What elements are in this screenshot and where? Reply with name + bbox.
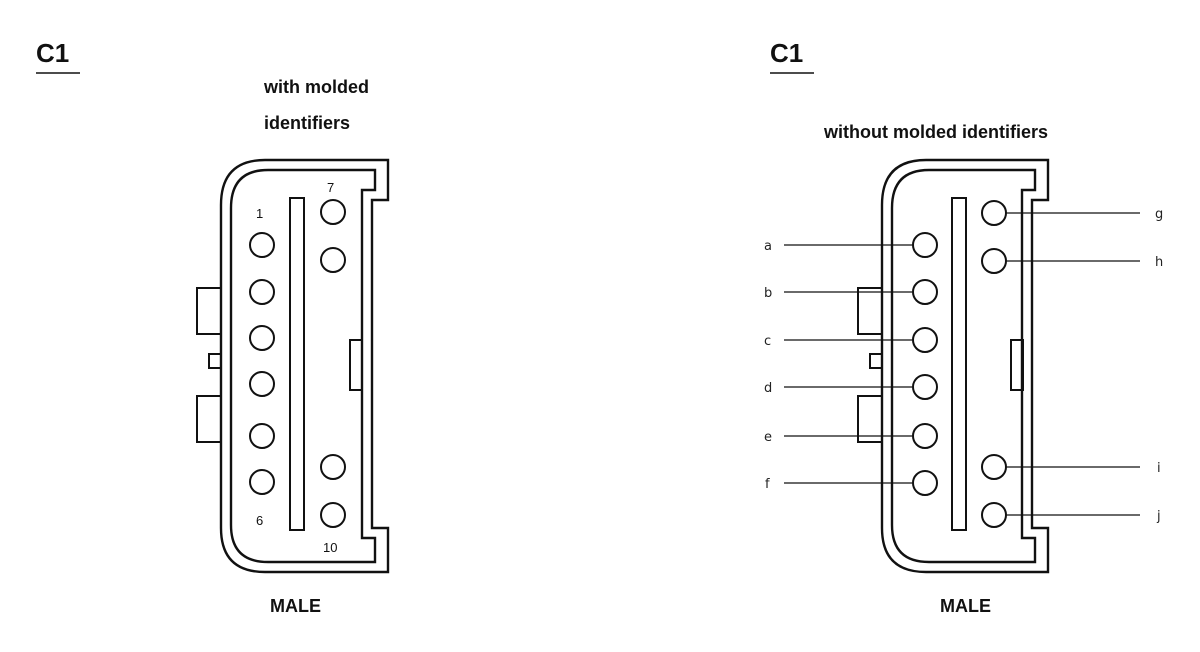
right-callout-d: d [764,381,772,396]
right-latch-small [869,353,883,369]
right-callout-b: b [764,286,772,301]
right-right-tab [1010,339,1024,391]
right-connector-diagram: C1 without molded identifiers [764,38,1163,616]
right-latch-upper [857,287,883,335]
left-pin-6 [249,469,275,495]
left-right-tab [349,339,363,391]
left-pin-10 [320,502,346,528]
right-pin-j [981,502,1007,528]
left-caption-line2: identifiers [264,113,350,133]
left-pin-2 [249,279,275,305]
left-pin-8 [320,247,346,273]
left-title: C1 [36,38,69,68]
right-pin-f [912,470,938,496]
right-pin-i [981,454,1007,480]
right-pin-g [981,200,1007,226]
left-pin-label-7: 7 [327,180,334,195]
left-pin-label-6: 6 [256,513,263,528]
left-connector-housing-outer [219,158,390,574]
right-footer-male: MALE [940,596,991,616]
left-pin-7 [320,199,346,225]
right-callout-h: h [1155,255,1163,270]
right-pin-e [912,423,938,449]
left-connector-diagram: C1 with molded identifiers 1 6 7 10 [36,38,390,616]
right-callout-a: a [764,239,772,254]
right-callout-g: g [1155,207,1163,222]
left-footer-male: MALE [270,596,321,616]
right-connector-housing-outer [880,158,1050,574]
left-pin-label-10: 10 [323,540,337,555]
left-latch-lower [196,395,222,443]
right-callout-c: c [764,334,771,349]
right-pin-c [912,327,938,353]
left-latch-small [208,353,222,369]
left-pin-3 [249,325,275,351]
right-latch-lower [857,395,883,443]
right-title: C1 [770,38,803,68]
left-caption-line1: with molded [263,77,369,97]
left-pin-4 [249,371,275,397]
left-center-divider [289,197,305,531]
left-pin-9 [320,454,346,480]
right-pin-a [912,232,938,258]
right-callout-e: e [764,430,772,445]
right-pin-h [981,248,1007,274]
right-connector-housing-inner [890,168,1037,564]
left-connector-housing-inner [229,168,377,564]
left-pin-1 [249,232,275,258]
right-center-divider [951,197,967,531]
right-pin-b [912,279,938,305]
left-latch-upper [196,287,222,335]
right-callout-i: i [1157,461,1161,476]
right-caption: without molded identifiers [823,122,1048,142]
right-pin-d [912,374,938,400]
left-pin-5 [249,423,275,449]
left-pin-label-1: 1 [256,206,263,221]
right-callout-j: j [1156,509,1161,524]
right-callout-f: f [765,477,770,492]
